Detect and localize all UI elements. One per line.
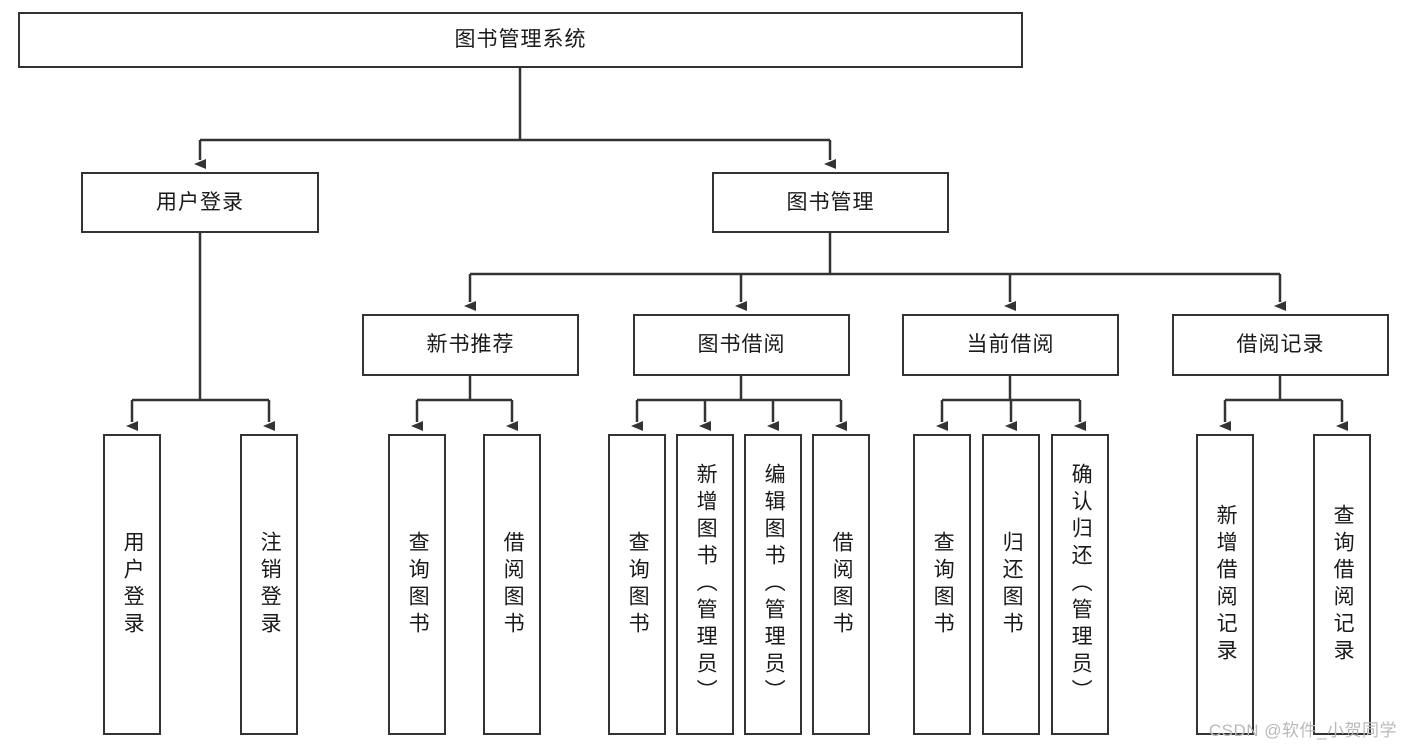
leaf-nbr-borrow-book-label: 借阅图书	[501, 530, 525, 639]
node-user-login-label: 用户登录	[156, 190, 244, 214]
node-book-management-label: 图书管理	[786, 190, 875, 214]
leaf-logout[interactable]: 注销登录	[240, 434, 298, 735]
leaf-br-query-record-label: 查询借阅记录	[1331, 503, 1355, 666]
leaf-bb-borrow-book[interactable]: 借阅图书	[812, 434, 870, 735]
leaf-nbr-query-book-label: 查询图书	[406, 530, 430, 639]
node-user-login[interactable]: 用户登录	[81, 172, 319, 233]
node-borrow-record[interactable]: 借阅记录	[1172, 314, 1389, 376]
leaf-br-add-record-label: 新增借阅记录	[1214, 503, 1238, 666]
leaf-bb-borrow-book-label: 借阅图书	[830, 530, 854, 639]
leaf-user-login[interactable]: 用户登录	[103, 434, 161, 735]
leaf-cb-confirm-return-admin[interactable]: 确认归还（管理员）	[1051, 434, 1109, 735]
node-root[interactable]: 图书管理系统	[18, 12, 1023, 68]
leaf-bb-add-book-admin-label: 新增图书（管理员）	[694, 463, 718, 706]
leaf-nbr-query-book[interactable]: 查询图书	[388, 434, 446, 735]
node-book-borrow[interactable]: 图书借阅	[633, 314, 850, 376]
leaf-nbr-borrow-book[interactable]: 借阅图书	[483, 434, 541, 735]
node-root-label: 图书管理系统	[454, 28, 587, 52]
leaf-br-query-record[interactable]: 查询借阅记录	[1313, 434, 1371, 735]
leaf-bb-query-book[interactable]: 查询图书	[608, 434, 666, 735]
leaf-bb-query-book-label: 查询图书	[626, 530, 650, 639]
leaf-cb-confirm-return-admin-label: 确认归还（管理员）	[1069, 463, 1093, 706]
node-book-management[interactable]: 图书管理	[712, 172, 949, 233]
node-new-book-recommend[interactable]: 新书推荐	[362, 314, 579, 376]
node-current-borrow-label: 当前借阅	[966, 333, 1055, 357]
csdn-watermark: CSDN @软件_小贺同学	[1208, 721, 1397, 740]
leaf-cb-return-book[interactable]: 归还图书	[982, 434, 1040, 735]
leaf-br-add-record[interactable]: 新增借阅记录	[1196, 434, 1254, 735]
leaf-bb-add-book-admin[interactable]: 新增图书（管理员）	[676, 434, 734, 735]
leaf-logout-label: 注销登录	[258, 530, 282, 639]
leaf-bb-edit-book-admin[interactable]: 编辑图书（管理员）	[744, 434, 802, 735]
node-new-book-recommend-label: 新书推荐	[426, 333, 515, 357]
leaf-cb-return-book-label: 归还图书	[1000, 530, 1024, 639]
node-book-borrow-label: 图书借阅	[697, 333, 786, 357]
node-current-borrow[interactable]: 当前借阅	[902, 314, 1119, 376]
leaf-user-login-label: 用户登录	[121, 530, 145, 639]
node-borrow-record-label: 借阅记录	[1236, 333, 1325, 357]
leaf-cb-query-book-label: 查询图书	[931, 530, 955, 639]
leaf-cb-query-book[interactable]: 查询图书	[913, 434, 971, 735]
leaf-bb-edit-book-admin-label: 编辑图书（管理员）	[762, 463, 786, 706]
